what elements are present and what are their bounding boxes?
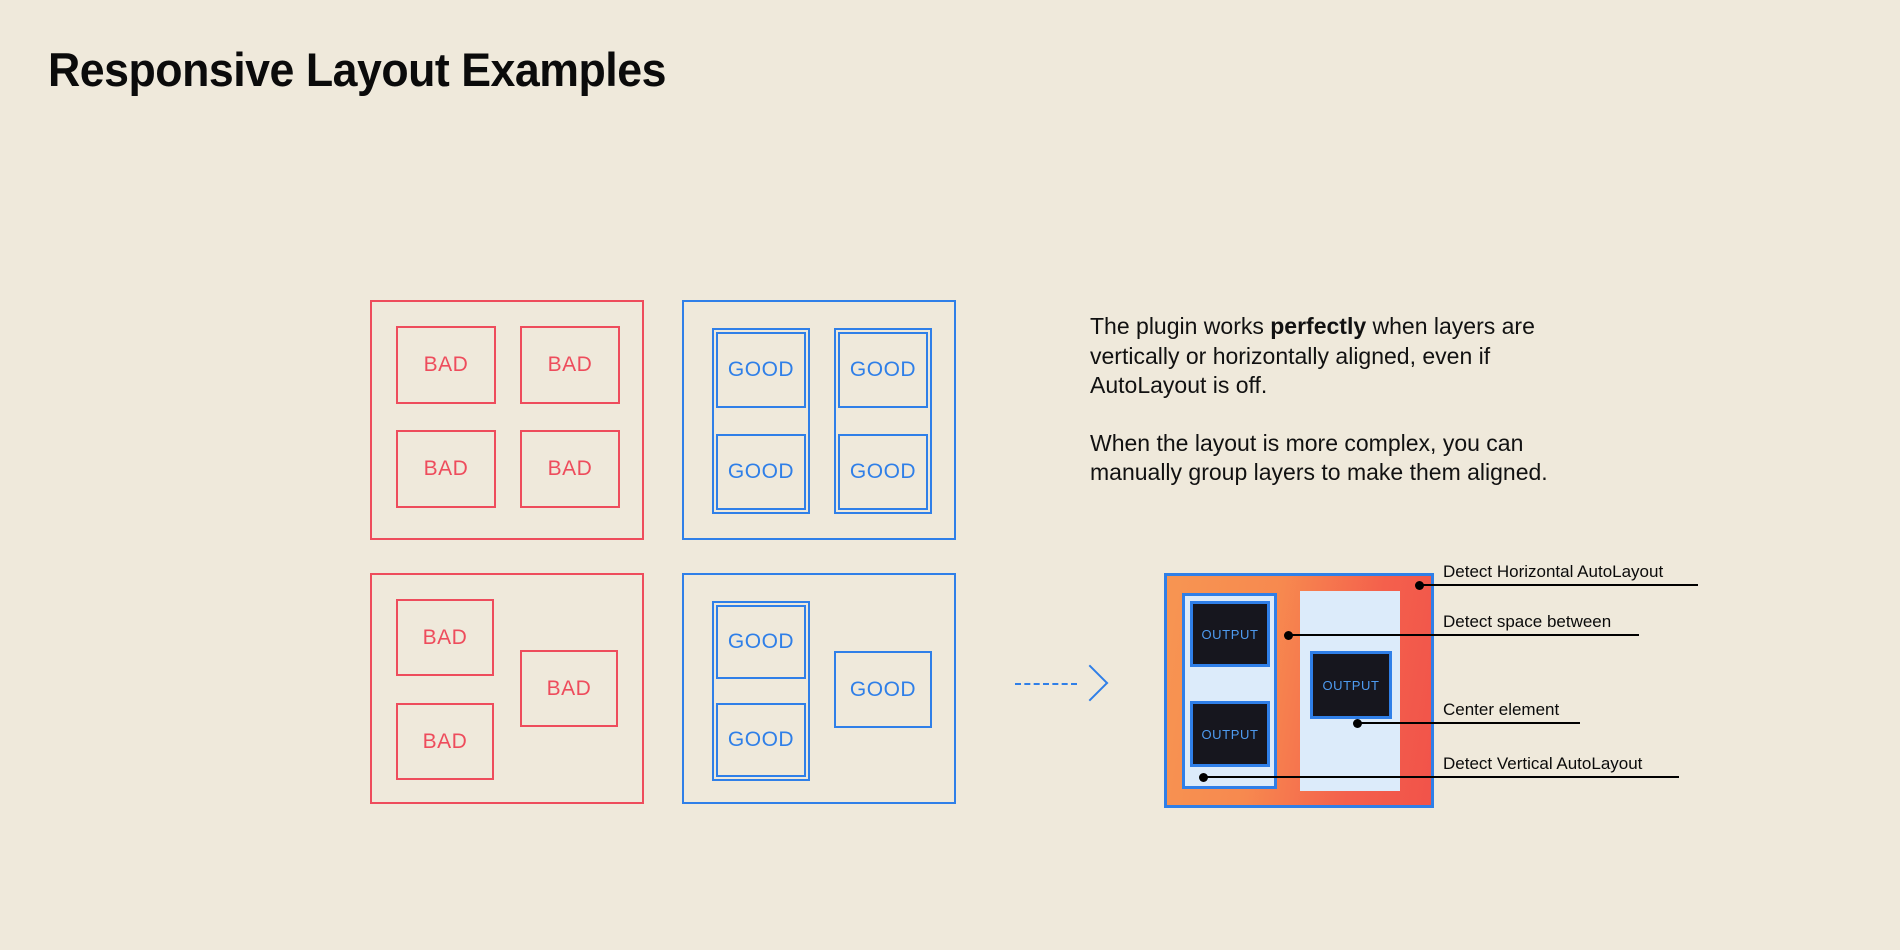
dashed-arrow-right-icon xyxy=(1015,664,1109,702)
output-box: OUTPUT xyxy=(1310,651,1392,719)
arrow-shaft xyxy=(1015,683,1077,685)
callout-detect-vertical-autolayout: Detect Vertical AutoLayout xyxy=(1199,740,1683,782)
callout-rule xyxy=(1443,634,1639,636)
good-grid-panel: GOOD GOOD GOOD GOOD xyxy=(682,300,956,540)
bad-cell: BAD xyxy=(396,703,494,780)
callout-label: Center element xyxy=(1443,700,1560,719)
bad-cell: BAD xyxy=(520,430,620,508)
output-box: OUTPUT xyxy=(1190,701,1270,767)
bad-cell: BAD xyxy=(396,599,494,676)
bad-cell: BAD xyxy=(520,650,618,727)
good-cell: GOOD xyxy=(716,434,806,510)
callout-leader xyxy=(1357,722,1445,724)
good-cell: GOOD xyxy=(834,651,932,728)
bad-complex-panel: BAD BAD BAD xyxy=(370,573,644,804)
bad-cell: BAD xyxy=(396,326,496,404)
output-box: OUTPUT xyxy=(1190,601,1270,667)
good-cell: GOOD xyxy=(716,605,806,679)
callout-leader xyxy=(1288,634,1445,636)
callout-label: Detect Horizontal AutoLayout xyxy=(1443,562,1664,581)
callout-dot xyxy=(1353,719,1362,728)
page-title: Responsive Layout Examples xyxy=(48,43,666,96)
good-group-stack xyxy=(712,601,810,781)
good-complex-panel: GOOD GOOD GOOD xyxy=(682,573,956,804)
paragraph-2: When the layout is more complex, you can… xyxy=(1090,429,1548,486)
good-cell: GOOD xyxy=(838,332,928,408)
paragraph-1: The plugin works perfectly when layers a… xyxy=(1090,312,1560,401)
callout-label: Detect space between xyxy=(1443,612,1612,631)
callout-dot xyxy=(1199,773,1208,782)
good-group-left xyxy=(712,328,810,514)
callout-leader xyxy=(1203,776,1445,778)
bad-cell: BAD xyxy=(520,326,620,404)
bad-cell: BAD xyxy=(396,430,496,508)
callout-dot xyxy=(1415,581,1424,590)
good-cell: GOOD xyxy=(838,434,928,510)
callout-label: Detect Vertical AutoLayout xyxy=(1443,754,1643,773)
p1-after: when layers are vertically or horizontal… xyxy=(1090,313,1535,398)
callout-rule xyxy=(1443,584,1698,586)
callout-center-element: Center element xyxy=(1353,686,1583,728)
annotated-mockup: OUTPUT OUTPUT OUTPUT xyxy=(1164,573,1434,808)
callout-dot xyxy=(1284,631,1293,640)
callout-detect-space-between: Detect space between xyxy=(1284,598,1643,640)
callout-leader xyxy=(1419,584,1445,586)
good-group-right xyxy=(834,328,932,514)
p1-before: The plugin works xyxy=(1090,313,1271,339)
p1-bold: perfectly xyxy=(1270,313,1367,339)
good-cell: GOOD xyxy=(716,703,806,777)
callout-rule xyxy=(1443,722,1580,724)
description-text: The plugin works perfectly when layers a… xyxy=(1090,312,1560,488)
good-cell: GOOD xyxy=(716,332,806,408)
callout-detect-horizontal-autolayout: Detect Horizontal AutoLayout xyxy=(1415,548,1703,590)
callout-rule xyxy=(1443,776,1679,778)
arrow-head xyxy=(1071,664,1109,702)
bad-grid-panel: BAD BAD BAD BAD xyxy=(370,300,644,540)
